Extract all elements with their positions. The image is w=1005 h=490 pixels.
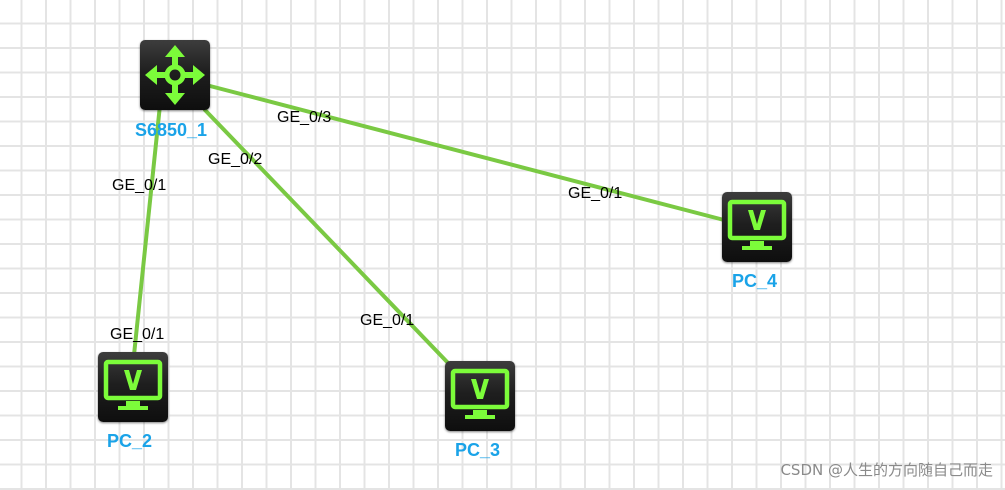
- router-s6850-1[interactable]: [140, 40, 210, 110]
- link-s6850-pc4[interactable]: [208, 84, 726, 222]
- pc-2[interactable]: [98, 352, 168, 422]
- monitor-icon: [727, 199, 787, 250]
- port-label-s6850-ge0-1: GE_0/1: [112, 177, 167, 194]
- port-label-pc2-ge0-1: GE_0/1: [110, 326, 165, 343]
- pc-3[interactable]: [445, 361, 515, 431]
- port-label-s6850-ge0-3: GE_0/3: [277, 109, 332, 126]
- device-label-pc-2: PC_2: [107, 431, 153, 451]
- pc-4[interactable]: [722, 192, 792, 262]
- router-icon: [145, 45, 205, 105]
- device-label-s6850-1: S6850_1: [135, 120, 208, 140]
- port-label-s6850-ge0-2: GE_0/2: [208, 151, 263, 168]
- monitor-icon: [450, 368, 510, 419]
- monitor-icon: [103, 359, 163, 410]
- watermark: CSDN @人生的方向随自己而走: [780, 461, 993, 479]
- port-label-pc3-ge0-1: GE_0/1: [360, 312, 415, 329]
- link-s6850-pc3[interactable]: [203, 108, 452, 367]
- port-label-pc4-ge0-1: GE_0/1: [568, 185, 623, 202]
- device-label-pc-4: PC_4: [732, 271, 778, 291]
- device-label-pc-3: PC_3: [455, 440, 501, 460]
- link-s6850-pc2[interactable]: [132, 103, 162, 357]
